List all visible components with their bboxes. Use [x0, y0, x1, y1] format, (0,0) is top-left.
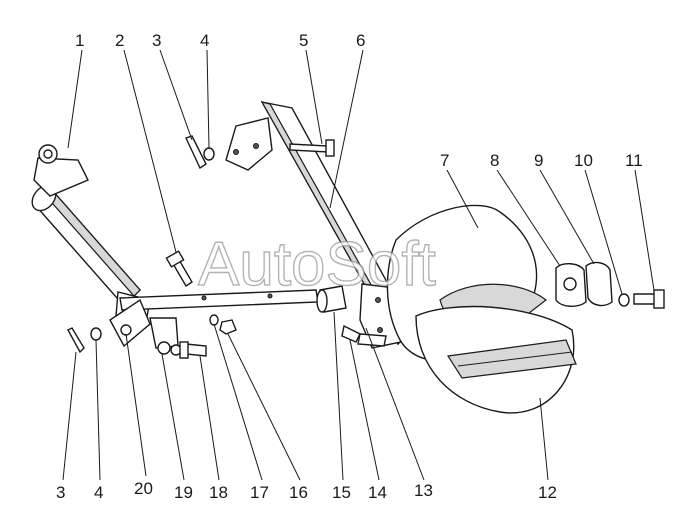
cover-plate	[585, 261, 613, 307]
gasket	[555, 263, 587, 307]
callout-8: 8	[490, 151, 499, 170]
callout-4-top: 4	[200, 31, 209, 50]
callout-20: 20	[134, 479, 153, 498]
callout-10: 10	[574, 151, 593, 170]
watermark-text: AutoSoft	[198, 230, 436, 299]
nut-16	[219, 319, 237, 335]
callout-4-bottom: 4	[94, 483, 103, 502]
bolt-18	[179, 341, 207, 359]
callout-7: 7	[440, 151, 449, 170]
callout-9: 9	[534, 151, 543, 170]
callout-15: 15	[332, 483, 351, 502]
callout-3-top: 3	[152, 31, 161, 50]
callout-5: 5	[299, 31, 308, 50]
callout-11: 11	[625, 151, 643, 170]
fork-bracket	[149, 317, 182, 356]
callout-12: 12	[538, 483, 557, 502]
bushing	[316, 285, 347, 313]
callout-3-bottom: 3	[56, 483, 65, 502]
callout-13: 13	[414, 481, 433, 500]
callout-18: 18	[209, 483, 228, 502]
bolt-5	[289, 139, 335, 157]
callout-6: 6	[356, 31, 365, 50]
cotter-pin-bottom	[67, 327, 102, 354]
hydraulic-cylinder	[31, 144, 151, 323]
washer-17	[209, 314, 219, 326]
lever	[109, 298, 151, 348]
grease-fitting	[341, 324, 387, 347]
callout-numbers: 1 2 3 4 5 6 7 8 9 10 11 3 4 20 19 18 17 …	[56, 31, 643, 502]
washer-10	[618, 293, 630, 307]
callout-2: 2	[115, 31, 124, 50]
callout-17: 17	[250, 483, 269, 502]
bolt-2	[165, 250, 193, 287]
bolt-11	[633, 289, 665, 309]
pedal-pad	[415, 305, 577, 414]
cotter-pin-top	[185, 135, 215, 170]
callout-1: 1	[75, 31, 84, 50]
frame-arm	[225, 101, 413, 349]
callout-14: 14	[368, 483, 387, 502]
callout-16: 16	[289, 483, 308, 502]
callout-19: 19	[174, 483, 193, 502]
leader-lines	[62, 49, 655, 481]
